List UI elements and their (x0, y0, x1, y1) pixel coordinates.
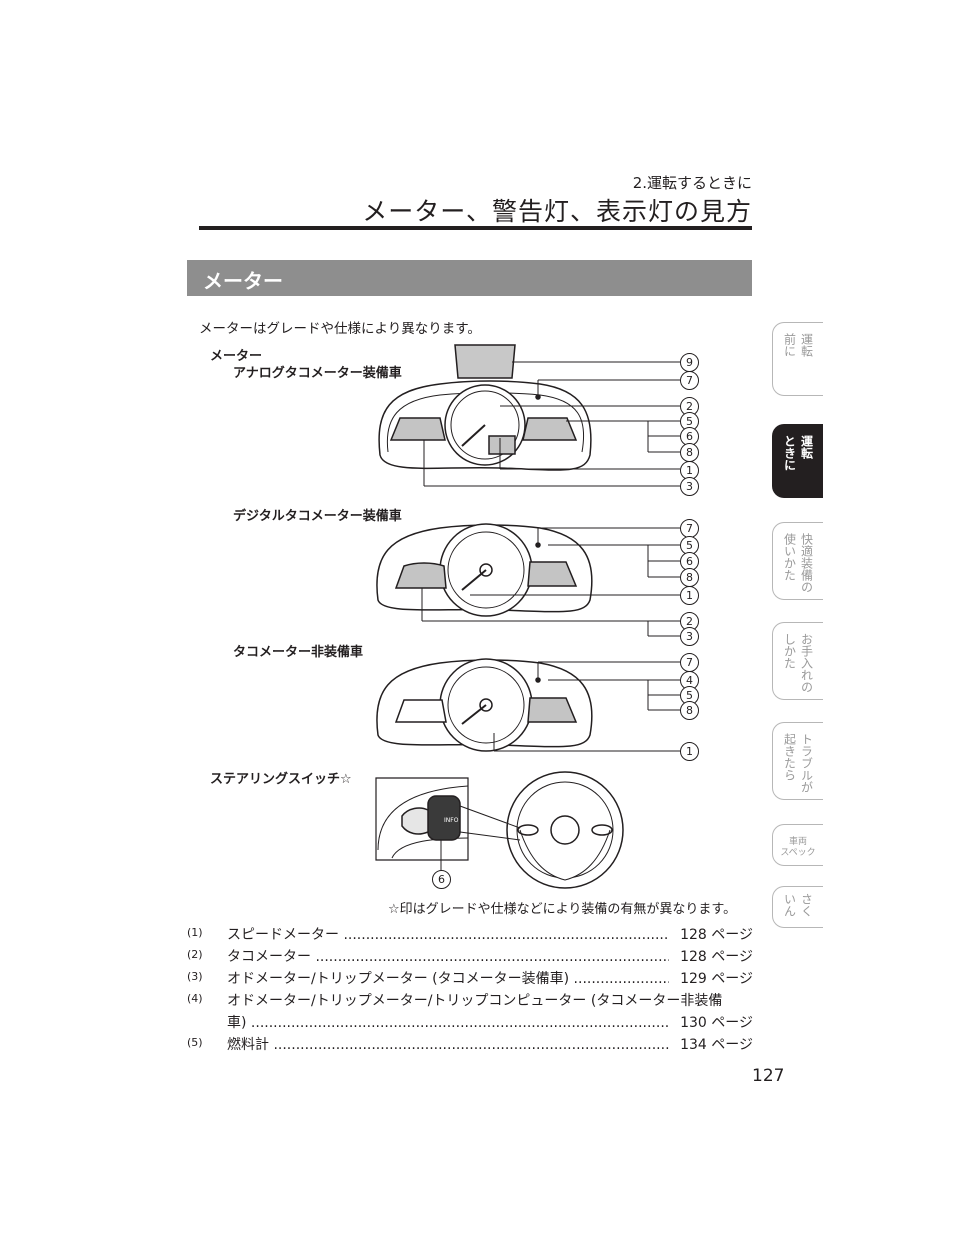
tab-maintenance[interactable]: お手入れの しかた (772, 622, 823, 700)
meter-label: メーター (210, 349, 263, 364)
page-reference[interactable]: 128 ページ (678, 946, 753, 966)
callout-number: 8 (680, 443, 699, 462)
steering-switch-illustration (375, 771, 624, 889)
callout-number: 7 (680, 371, 699, 390)
page-reference[interactable]: 129 ページ (678, 968, 753, 988)
callout-number: 1 (680, 586, 699, 605)
list-item: (5) 燃料計 134 ページ (187, 1034, 753, 1056)
digital-meter-illustration (376, 523, 680, 637)
callout-number: 1 (680, 742, 699, 761)
no-tacho-meter-illustration (376, 658, 680, 752)
reference-text[interactable]: オドメーター/トリップメーター (タコメーター装備車) (227, 968, 669, 988)
callout-number: 9 (680, 353, 699, 372)
switch-info-text: INFO (444, 817, 459, 824)
callout-number: 8 (680, 701, 699, 720)
tab-vehicle-specs[interactable]: 車両 スペック (772, 824, 823, 866)
reference-text[interactable]: 車) (227, 1012, 669, 1032)
list-item: (1) スピードメーター 128 ページ (187, 924, 753, 946)
steering-switch-label: ステアリングスイッチ☆ (210, 772, 352, 787)
reference-text-line1[interactable]: オドメーター/トリップメーター/トリップコンピューター (タコメーター非装備 (227, 993, 723, 1009)
section-header: メーター (187, 260, 752, 296)
tab-index[interactable]: さく いん (772, 886, 823, 928)
no-tacho-label: タコメーター非装備車 (233, 645, 364, 660)
section-title: メーター (203, 269, 283, 293)
tab-comfort-features[interactable]: 快適装備の 使いかた (772, 522, 823, 600)
availability-note: ☆印はグレードや仕様などにより装備の有無が異なります。 (388, 902, 737, 917)
chapter-heading: 2.運転するときに (632, 174, 752, 192)
list-item: (2) タコメーター 128 ページ (187, 946, 753, 968)
reference-text[interactable]: スピードメーター (227, 924, 669, 944)
title-divider (199, 226, 752, 230)
callout-number: 8 (680, 568, 699, 587)
page-reference[interactable]: 134 ページ (678, 1034, 753, 1054)
tab-troubleshooting[interactable]: トラブルが 起きたら (772, 722, 823, 800)
list-item: (4) オドメーター/トリップメーター/トリップコンピューター (タコメーター非… (187, 990, 753, 1034)
callout-number: 3 (680, 627, 699, 646)
page-title: メーター、警告灯、表示灯の見方 (362, 197, 752, 226)
callout-number: 7 (680, 653, 699, 672)
analog-tacho-label: アナログタコメーター装備車 (233, 366, 402, 381)
callout-number: 3 (680, 477, 699, 496)
reference-text[interactable]: タコメーター (227, 946, 669, 966)
intro-text: メーターはグレードや仕様により異なります。 (199, 321, 481, 337)
tab-while-driving[interactable]: 運転 ときに (772, 424, 823, 498)
list-item: (3) オドメーター/トリップメーター (タコメーター装備車) 129 ページ (187, 968, 753, 990)
digital-tacho-label: デジタルタコメーター装備車 (233, 509, 402, 524)
reference-text[interactable]: 燃料計 (227, 1034, 669, 1054)
page-reference[interactable]: 130 ページ (678, 1012, 753, 1032)
reference-list: (1) スピードメーター 128 ページ (2) タコメーター 128 ページ … (187, 924, 753, 1056)
analog-meter-illustration (378, 344, 680, 487)
callout-number: 2 (680, 397, 699, 416)
page-number: 127 (752, 1066, 785, 1086)
page-reference[interactable]: 128 ページ (678, 924, 753, 944)
tab-before-driving[interactable]: 運転 前に (772, 322, 823, 396)
callout-number: 6 (432, 870, 451, 889)
